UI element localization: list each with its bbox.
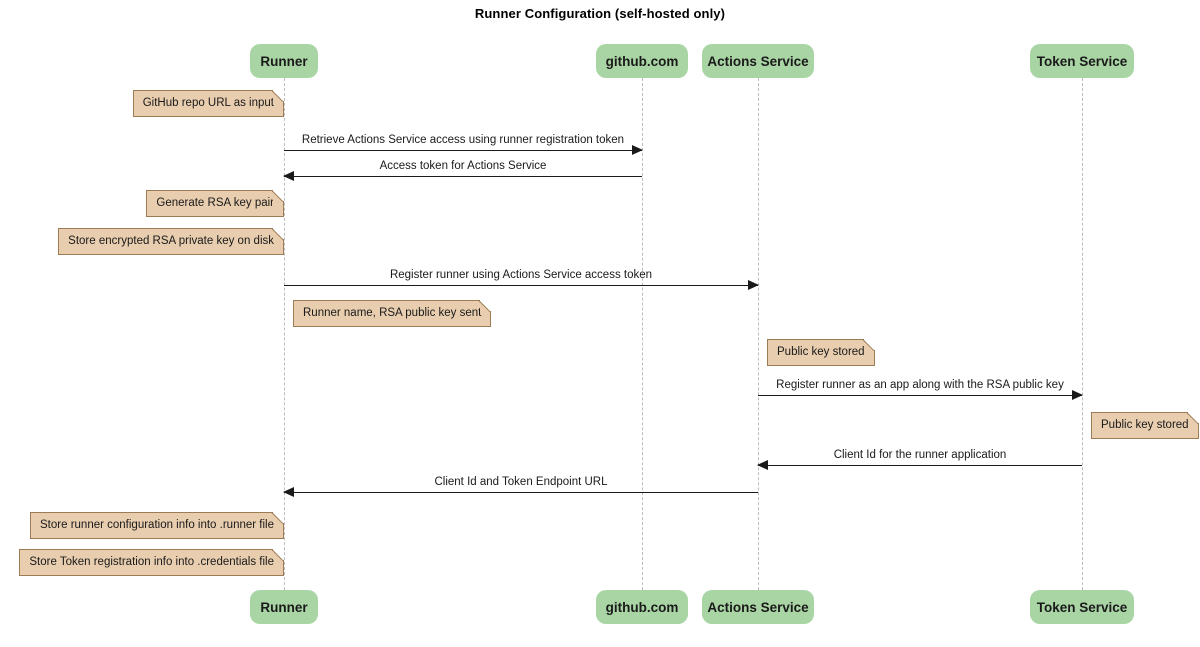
lifeline-token xyxy=(1082,78,1083,590)
note-text: Runner name, RSA public key sent xyxy=(303,306,482,319)
participant-runner-top[interactable]: Runner xyxy=(250,44,318,78)
note-runner-name-pubkey[interactable]: Runner name, RSA public key sent xyxy=(293,300,492,327)
participant-label: github.com xyxy=(605,53,679,69)
message-line xyxy=(284,150,642,151)
note-store-runner-config[interactable]: Store runner configuration info into .ru… xyxy=(30,512,284,539)
page-title: Runner Configuration (self-hosted only) xyxy=(474,6,726,21)
note-text: Public key stored xyxy=(1101,418,1189,431)
note-text: Public key stored xyxy=(777,345,865,358)
participant-actions-top[interactable]: Actions Service xyxy=(702,44,814,78)
note-fold-corner-icon xyxy=(273,549,284,560)
message-label: Access token for Actions Service xyxy=(379,160,547,172)
arrowhead-left-icon xyxy=(757,460,768,470)
note-text: GitHub repo URL as input xyxy=(142,96,274,109)
participant-label: Token Service xyxy=(1036,599,1128,615)
arrowhead-right-icon xyxy=(1072,390,1083,400)
lifeline-actions xyxy=(758,78,759,590)
lifeline-github xyxy=(642,78,643,590)
message-label: Register runner using Actions Service ac… xyxy=(389,269,653,281)
participant-label: Runner xyxy=(260,53,308,69)
note-fold-corner-icon xyxy=(273,90,284,101)
lifeline-runner xyxy=(284,78,285,590)
message-line xyxy=(284,285,758,286)
participant-token-top[interactable]: Token Service xyxy=(1030,44,1134,78)
participant-actions-bottom[interactable]: Actions Service xyxy=(702,590,814,624)
note-fold-corner-icon xyxy=(273,512,284,523)
note-text: Generate RSA key pair xyxy=(156,196,274,209)
participant-label: Runner xyxy=(260,599,308,615)
note-fold-corner-icon xyxy=(480,300,492,311)
participant-github-top[interactable]: github.com xyxy=(596,44,688,78)
participant-token-bottom[interactable]: Token Service xyxy=(1030,590,1134,624)
note-fold-corner-icon xyxy=(273,228,284,239)
arrowhead-left-icon xyxy=(283,487,294,497)
message-label: Register runner as an app along with the… xyxy=(776,379,1064,391)
participant-label: github.com xyxy=(605,599,679,615)
note-github-repo-url[interactable]: GitHub repo URL as input xyxy=(132,90,284,117)
message-label: Client Id and Token Endpoint URL xyxy=(434,476,608,488)
note-fold-corner-icon xyxy=(1187,412,1199,423)
note-generate-rsa[interactable]: Generate RSA key pair xyxy=(146,190,284,217)
note-fold-corner-icon xyxy=(863,339,875,350)
message-line xyxy=(284,492,758,493)
note-store-token-reg[interactable]: Store Token registration info into .cred… xyxy=(19,549,284,576)
note-public-key-stored-2[interactable]: Public key stored xyxy=(1091,412,1199,439)
participant-label: Actions Service xyxy=(707,599,809,615)
note-store-private-key[interactable]: Store encrypted RSA private key on disk xyxy=(58,228,284,255)
participant-label: Token Service xyxy=(1036,53,1128,69)
message-label: Retrieve Actions Service access using ru… xyxy=(301,134,625,146)
arrowhead-right-icon xyxy=(748,280,759,290)
note-fold-corner-icon xyxy=(273,190,284,201)
arrowhead-left-icon xyxy=(283,171,294,181)
note-text: Store Token registration info into .cred… xyxy=(29,555,274,568)
arrowhead-right-icon xyxy=(632,145,643,155)
message-line xyxy=(758,395,1082,396)
message-line xyxy=(284,176,642,177)
participant-github-bottom[interactable]: github.com xyxy=(596,590,688,624)
participant-runner-bottom[interactable]: Runner xyxy=(250,590,318,624)
note-text: Store runner configuration info into .ru… xyxy=(40,518,274,531)
note-text: Store encrypted RSA private key on disk xyxy=(68,234,274,247)
note-public-key-stored-1[interactable]: Public key stored xyxy=(767,339,875,366)
participant-label: Actions Service xyxy=(707,53,809,69)
message-line xyxy=(758,465,1082,466)
message-label: Client Id for the runner application xyxy=(833,449,1007,461)
